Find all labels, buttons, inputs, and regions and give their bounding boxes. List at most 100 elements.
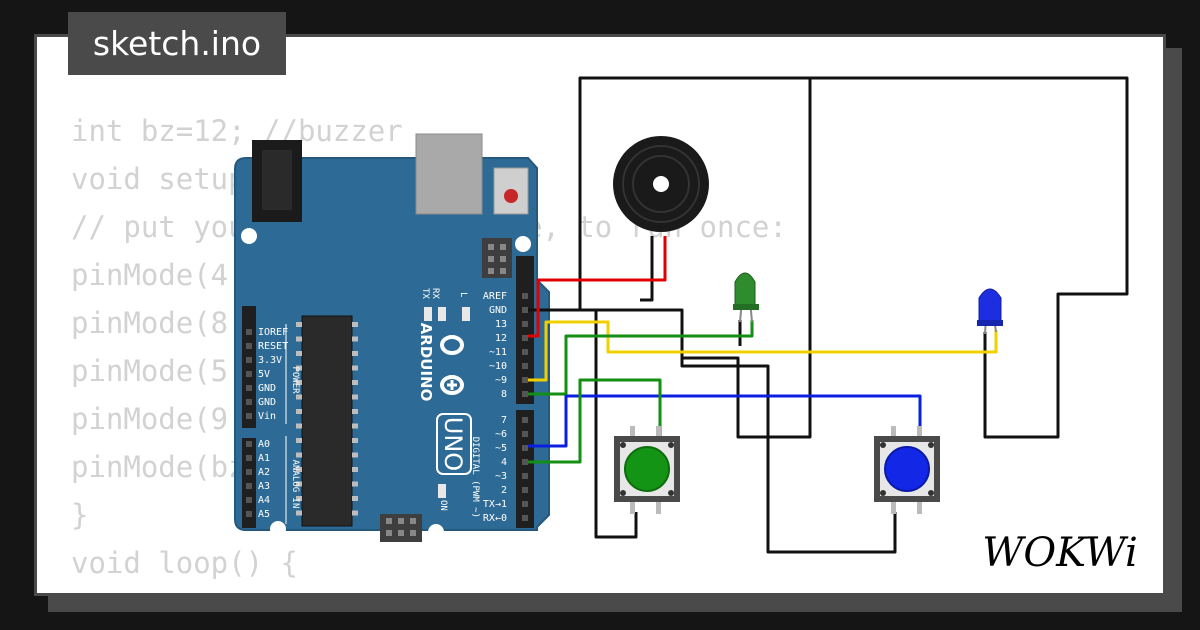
rx-led bbox=[438, 307, 446, 321]
analog-pin-label: A3 bbox=[258, 481, 270, 492]
analog-pin-label: A5 bbox=[258, 509, 270, 520]
code-line: void loop() { bbox=[71, 546, 298, 580]
power-pin-label: 3.3V bbox=[258, 355, 282, 366]
wire-black-buzzer bbox=[640, 236, 654, 302]
led-blue[interactable] bbox=[977, 288, 1003, 335]
digital-pin-label: AREF bbox=[483, 291, 507, 302]
digital-pin-label: 2 bbox=[501, 485, 507, 496]
header-pin[interactable] bbox=[246, 343, 252, 349]
header-pin[interactable] bbox=[246, 385, 252, 391]
buzzer[interactable] bbox=[613, 136, 709, 232]
digital-pin-label: ~11 bbox=[489, 347, 507, 358]
on-led bbox=[438, 484, 446, 498]
header-pin[interactable] bbox=[246, 511, 252, 517]
mount-hole bbox=[515, 236, 531, 252]
wire-green-pin8 bbox=[528, 320, 754, 396]
header-pin[interactable] bbox=[522, 515, 528, 521]
header-pin[interactable] bbox=[522, 293, 528, 299]
led-green[interactable] bbox=[733, 272, 759, 323]
digital-pin-label: ~3 bbox=[495, 471, 507, 482]
mount-hole bbox=[270, 521, 286, 537]
header-pin[interactable] bbox=[522, 417, 528, 423]
wire-yellow-pin9 bbox=[528, 320, 998, 382]
analog-pin-label: A1 bbox=[258, 453, 270, 464]
wire-blue-pin5 bbox=[528, 394, 922, 448]
code-line: int bz=12; //buzzer bbox=[71, 114, 403, 148]
header-pin[interactable] bbox=[522, 363, 528, 369]
tx-led bbox=[424, 307, 432, 321]
header-pin[interactable] bbox=[522, 487, 528, 493]
tx-label: TX bbox=[420, 288, 430, 299]
mount-hole bbox=[241, 228, 257, 244]
power-pin-label: Vin bbox=[258, 411, 276, 422]
pushbutton-green[interactable] bbox=[614, 426, 680, 514]
l-led bbox=[462, 307, 470, 321]
analog-heading: ANALOG IN bbox=[290, 460, 300, 509]
header-pin[interactable] bbox=[522, 459, 528, 465]
on-label: ON bbox=[438, 500, 448, 511]
usb-connector bbox=[415, 133, 483, 215]
arduino-logo-icon bbox=[440, 335, 464, 395]
header-pin[interactable] bbox=[246, 413, 252, 419]
power-heading: POWER bbox=[290, 366, 300, 394]
digital-pin-label: GND bbox=[489, 305, 507, 316]
header-pin[interactable] bbox=[522, 377, 528, 383]
wire-red-pin12 bbox=[528, 236, 667, 338]
header-pin[interactable] bbox=[522, 321, 528, 327]
digital-pin-label: 4 bbox=[501, 457, 507, 468]
digital-pin-label: 13 bbox=[495, 319, 507, 330]
icsp-header bbox=[482, 238, 512, 278]
header-pin[interactable] bbox=[522, 473, 528, 479]
digital-pin-label: TX→1 bbox=[483, 499, 507, 510]
analog-pin-label: A0 bbox=[258, 439, 270, 450]
header-pin[interactable] bbox=[246, 469, 252, 475]
digital-pin-label: ~9 bbox=[495, 375, 507, 386]
board-brand: ARDUINO bbox=[417, 323, 435, 402]
header-pin[interactable] bbox=[522, 445, 528, 451]
pushbutton-blue[interactable] bbox=[874, 426, 940, 514]
digital-heading: DIGITAL (PWM ~) bbox=[470, 437, 480, 518]
arduino-uno-board[interactable]: AREFGND1312~11~10~987~6~54~32TX→1RX←0IOR… bbox=[234, 133, 550, 542]
power-pin-label: RESET bbox=[258, 341, 288, 352]
header-pin[interactable] bbox=[522, 431, 528, 437]
power-pin-label: GND bbox=[258, 397, 276, 408]
wire-black-gnd-right bbox=[582, 76, 1129, 439]
wire-black-gnd-button-blue bbox=[680, 310, 897, 554]
header-pin[interactable] bbox=[522, 391, 528, 397]
power-pin-label: GND bbox=[258, 383, 276, 394]
analog-pin-label: A4 bbox=[258, 495, 270, 506]
microcontroller-chip bbox=[301, 315, 353, 527]
header-pin[interactable] bbox=[246, 455, 252, 461]
digital-header-low bbox=[516, 410, 534, 528]
digital-header-high bbox=[516, 256, 534, 404]
l-label: L bbox=[458, 292, 468, 297]
header-pin[interactable] bbox=[246, 483, 252, 489]
header-pin[interactable] bbox=[246, 497, 252, 503]
mount-hole bbox=[428, 524, 444, 540]
digital-pin-label: 8 bbox=[501, 389, 507, 400]
sketch-tab[interactable]: sketch.ino bbox=[68, 12, 286, 75]
header-pin[interactable] bbox=[246, 329, 252, 335]
power-pin-label: IOREF bbox=[258, 327, 288, 338]
header-pin[interactable] bbox=[246, 441, 252, 447]
rx-label: RX bbox=[430, 288, 440, 299]
digital-pin-label: ~10 bbox=[489, 361, 507, 372]
header-pin[interactable] bbox=[522, 335, 528, 341]
digital-pin-label: 7 bbox=[501, 415, 507, 426]
header-pin[interactable] bbox=[246, 399, 252, 405]
header-pin[interactable] bbox=[522, 349, 528, 355]
wire-green-pin4 bbox=[528, 378, 662, 464]
digital-pin-label: 12 bbox=[495, 333, 507, 344]
header-pin[interactable] bbox=[246, 371, 252, 377]
power-header bbox=[242, 306, 256, 428]
digital-pin-label: ~5 bbox=[495, 443, 507, 454]
header-pin[interactable] bbox=[522, 501, 528, 507]
digital-pin-label: ~6 bbox=[495, 429, 507, 440]
header-pin[interactable] bbox=[246, 357, 252, 363]
code-line: } bbox=[71, 498, 89, 532]
analog-pin-label: A2 bbox=[258, 467, 270, 478]
power-pin-label: 5V bbox=[258, 369, 270, 380]
header-pin[interactable] bbox=[522, 307, 528, 313]
wokwi-logo: WOKWi bbox=[982, 530, 1138, 576]
